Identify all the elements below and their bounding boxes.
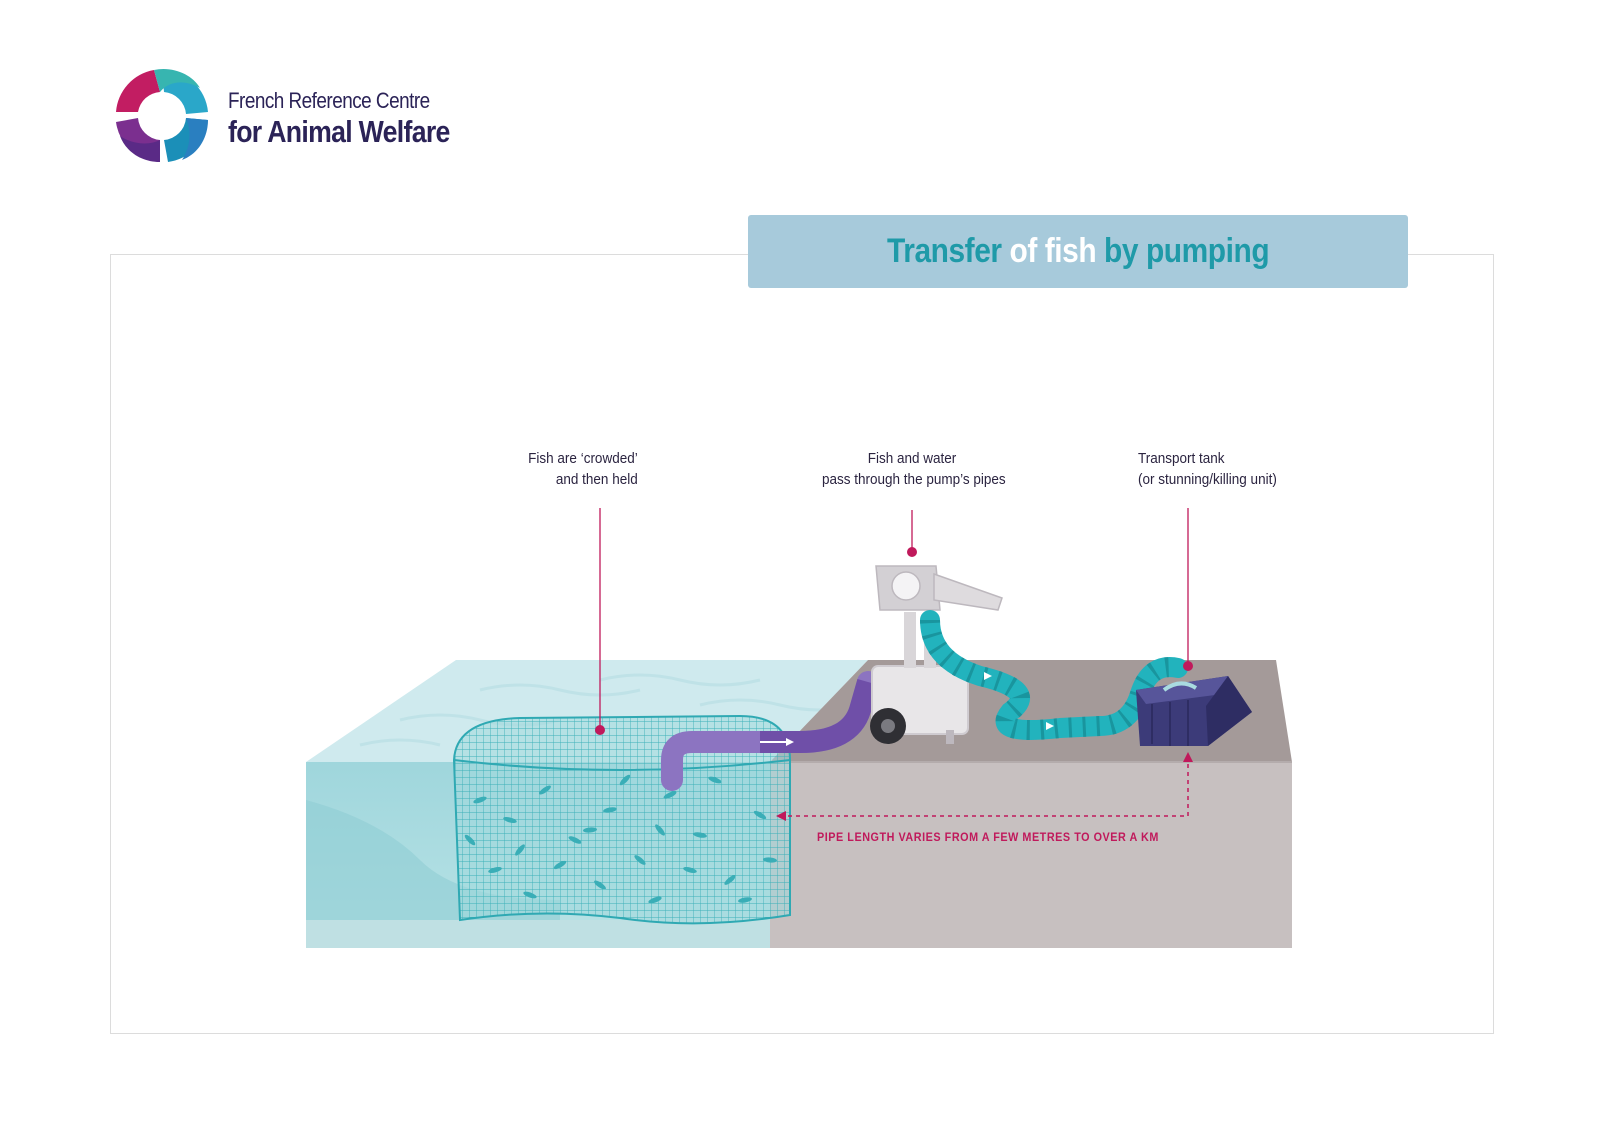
fish-net <box>452 714 791 925</box>
tank-label-line2: (or stunning/killing unit) <box>1138 471 1277 488</box>
pump-label: Fish and water pass through the pump’s p… <box>822 448 1006 490</box>
diagram-title: Transfer of fish by pumping <box>886 232 1270 271</box>
net-label: Fish are ‘crowded’ and then held <box>528 448 638 490</box>
organization-logo: French Reference Centre for Animal Welfa… <box>112 66 452 166</box>
title-banner: Transfer of fish by pumping <box>748 215 1408 288</box>
net-label-line1: Fish are ‘crowded’ <box>528 450 638 467</box>
pump-label-line1: Fish and water <box>867 450 957 467</box>
transport-tank <box>1136 676 1252 746</box>
organization-name-line1: French Reference Centre <box>228 88 430 113</box>
circular-swirl-logo-icon <box>116 68 208 162</box>
pump-marker <box>907 510 917 557</box>
pipe-length-dimension <box>776 752 1193 821</box>
net-label-line2: and then held <box>556 471 638 488</box>
organization-name-line2: for Animal Welfare <box>228 114 450 149</box>
organization-name: French Reference Centre for Animal Welfa… <box>228 88 486 150</box>
title-part2: of fish <box>1009 232 1097 270</box>
tank-marker <box>1183 508 1193 671</box>
pump-label-line2: pass through the pump’s pipes <box>822 471 1006 488</box>
pipe-length-note: PIPE LENGTH VARIES FROM A FEW METRES TO … <box>817 830 1159 844</box>
tank-label-line1: Transport tank <box>1138 450 1225 467</box>
title-part1: Transfer <box>886 232 1002 270</box>
intake-pipe <box>661 671 879 791</box>
title-part3: by pumping <box>1103 232 1270 270</box>
net-marker <box>595 508 605 735</box>
tank-label: Transport tank (or stunning/killing unit… <box>1138 448 1277 490</box>
